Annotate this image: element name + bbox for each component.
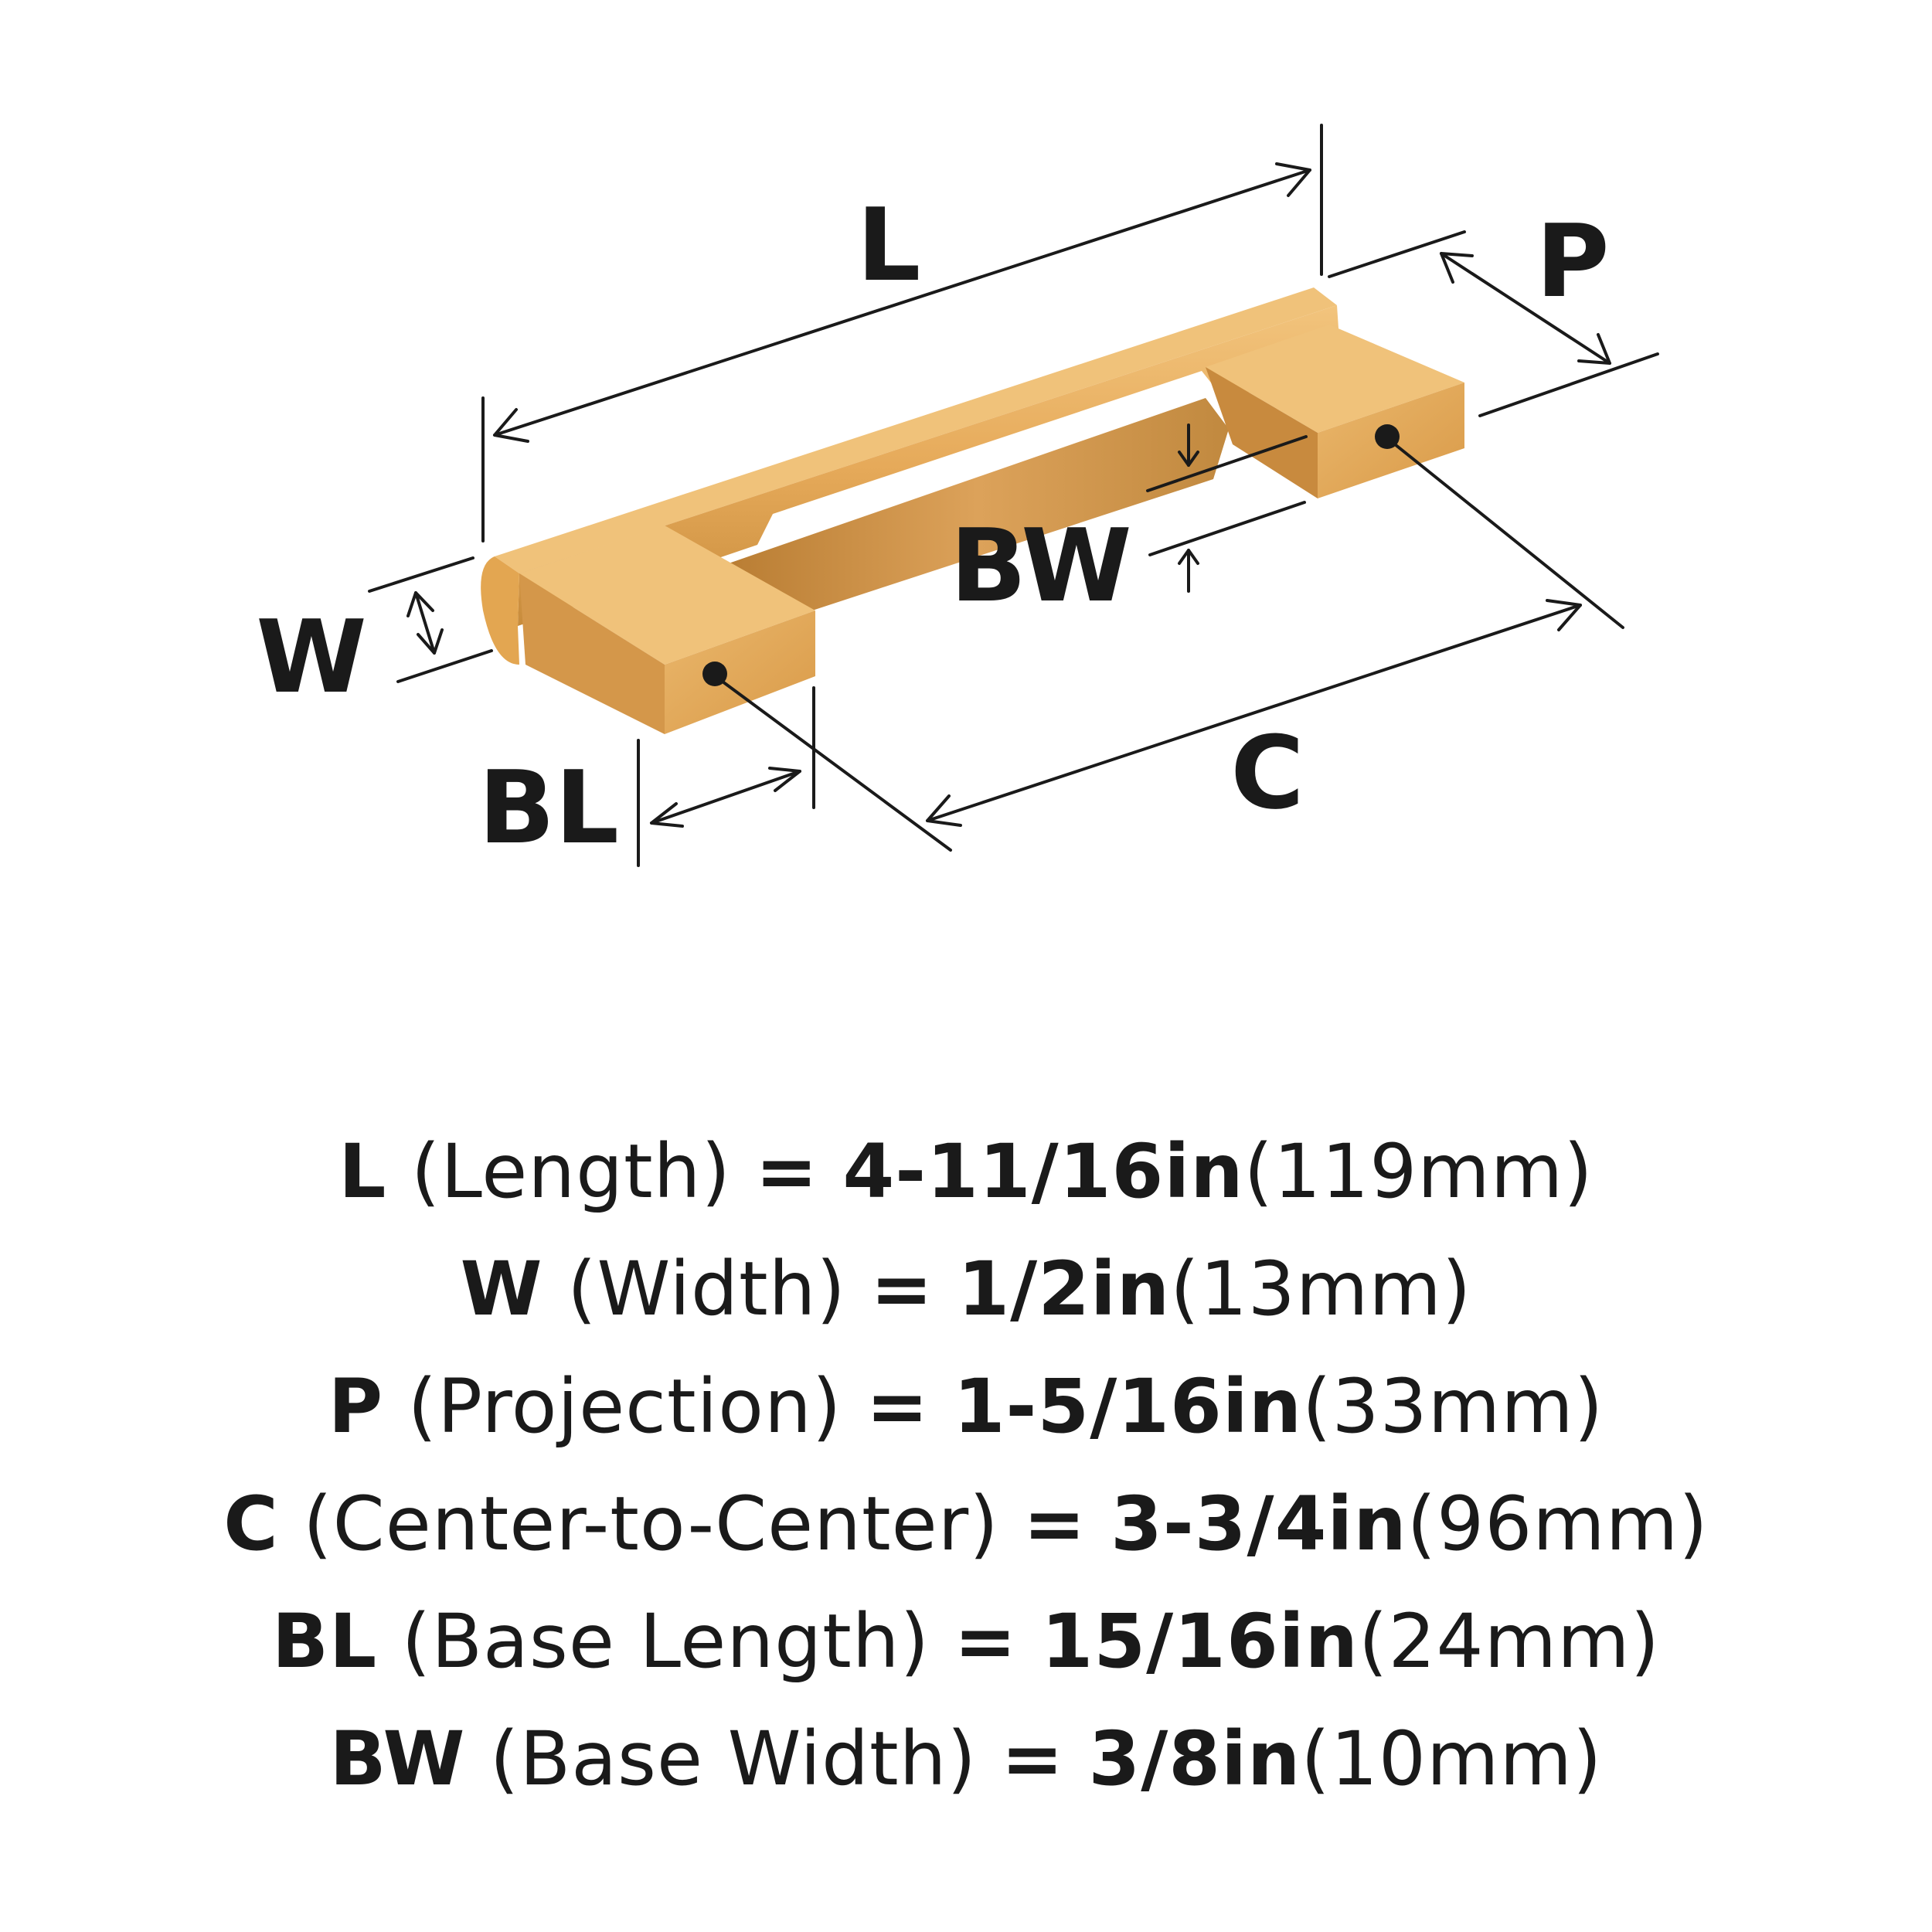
spec-code: L bbox=[338, 1128, 387, 1215]
spec-equals: = bbox=[866, 1363, 930, 1450]
spec-equals: = bbox=[755, 1128, 818, 1215]
spec-equals: = bbox=[1001, 1716, 1064, 1802]
spec-millimeters: (13mm) bbox=[1170, 1246, 1472, 1332]
handle-bar-front bbox=[518, 305, 1341, 626]
cabinet-pull-handle bbox=[481, 287, 1464, 734]
spec-code: P bbox=[328, 1363, 384, 1450]
left-base-front bbox=[665, 611, 815, 734]
spec-row-center-to-center: C (Center-to-Center) = 3-3/4in(96mm) bbox=[0, 1465, 1932, 1583]
spec-inches: 4-11/16in bbox=[842, 1128, 1244, 1215]
spec-inches: 3/8in bbox=[1088, 1716, 1301, 1802]
spec-name: (Center-to-Center) bbox=[303, 1481, 999, 1567]
spec-millimeters: (24mm) bbox=[1359, 1598, 1661, 1685]
spec-name: (Base Width) bbox=[489, 1716, 977, 1802]
projection-dimension-arrow bbox=[1440, 252, 1611, 365]
spec-row-base-width: BW (Base Width) = 3/8in(10mm) bbox=[0, 1700, 1932, 1818]
spec-code: BL bbox=[271, 1598, 378, 1685]
right-base-top bbox=[1206, 325, 1464, 433]
label-BL: BL bbox=[478, 749, 619, 866]
spec-millimeters: (10mm) bbox=[1301, 1716, 1603, 1802]
spec-row-width: W (Width) = 1/2in(13mm) bbox=[0, 1230, 1932, 1348]
handle-bar-top bbox=[495, 287, 1337, 573]
left-base-side bbox=[519, 573, 665, 734]
spec-row-projection: P (Projection) = 1-5/16in(33mm) bbox=[0, 1348, 1932, 1465]
handle-bar-end bbox=[481, 556, 519, 665]
center-to-center-dimension-arrow bbox=[926, 604, 1582, 822]
spec-code: BW bbox=[329, 1716, 466, 1802]
spec-inches: 15/16in bbox=[1041, 1598, 1359, 1685]
base-length-dimension-arrow bbox=[650, 770, 801, 825]
spec-inches: 1-5/16in bbox=[953, 1363, 1303, 1450]
spec-name: (Projection) bbox=[407, 1363, 842, 1450]
spec-millimeters: (119mm) bbox=[1243, 1128, 1594, 1215]
length-dimension-arrow bbox=[493, 168, 1311, 437]
spec-equals: = bbox=[870, 1246, 934, 1332]
right-screw-hole bbox=[1375, 424, 1400, 449]
right-base-side bbox=[1206, 367, 1318, 498]
spec-equals: = bbox=[954, 1598, 1017, 1685]
spec-inches: 1/2in bbox=[957, 1246, 1171, 1332]
spec-code: W bbox=[460, 1246, 543, 1332]
label-BW: BW bbox=[950, 507, 1131, 624]
spec-row-length: L (Length) = 4-11/16in(119mm) bbox=[0, 1113, 1932, 1230]
dimension-lines bbox=[368, 124, 1659, 867]
handle-rod bbox=[726, 398, 1229, 626]
spec-row-base-length: BL (Base Length) = 15/16in(24mm) bbox=[0, 1583, 1932, 1700]
left-screw-hole bbox=[702, 662, 727, 686]
label-C: C bbox=[1230, 714, 1304, 832]
label-P: P bbox=[1536, 202, 1609, 320]
left-base-top bbox=[519, 526, 815, 665]
label-L: L bbox=[857, 186, 921, 304]
spec-name: (Length) bbox=[410, 1128, 731, 1215]
spec-name: (Width) bbox=[567, 1246, 846, 1332]
spec-millimeters: (33mm) bbox=[1302, 1363, 1604, 1450]
spec-name: (Base Length) bbox=[401, 1598, 930, 1685]
label-W: W bbox=[256, 598, 366, 716]
spec-equals: = bbox=[1023, 1481, 1087, 1567]
spec-inches: 3-3/4in bbox=[1111, 1481, 1407, 1567]
dimension-spec-list: L (Length) = 4-11/16in(119mm) W (Width) … bbox=[0, 1113, 1932, 1818]
handle-dimension-diagram: L P W BW BL C bbox=[256, 124, 1659, 867]
spec-millimeters: (96mm) bbox=[1406, 1481, 1709, 1567]
spec-code: C bbox=[223, 1481, 279, 1567]
width-dimension-arrow bbox=[414, 591, 436, 655]
